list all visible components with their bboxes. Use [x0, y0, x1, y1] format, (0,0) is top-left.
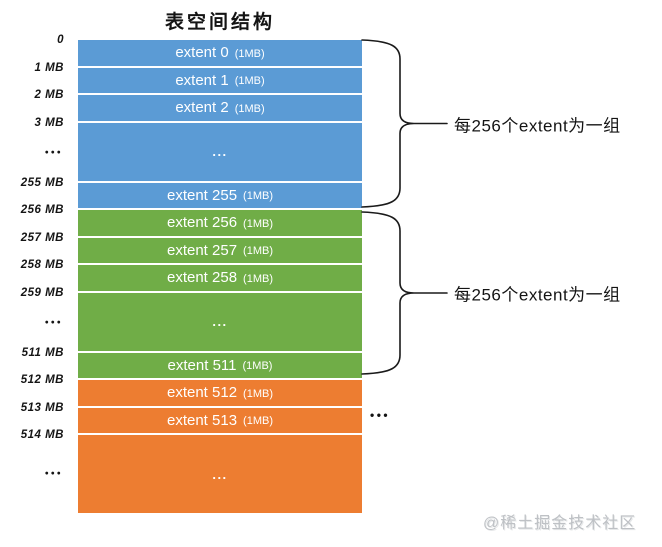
more-extents-ellipsis: ••• [370, 408, 391, 422]
axis-ellipsis: ••• [44, 147, 63, 158]
extent-label: extent 258 [166, 269, 238, 287]
ellipsis-block: ... [78, 122, 362, 183]
diagram-title: 表空间结构 [164, 12, 275, 33]
extent-block: extent 511 (1MB) [78, 352, 362, 380]
extent-size-label: (1MB) [243, 245, 273, 258]
extent-block: extent 1 (1MB) [78, 67, 362, 95]
extent-label: extent 1 [175, 71, 229, 89]
extent-size-label: (1MB) [243, 272, 273, 285]
axis-ellipsis: ••• [44, 468, 63, 480]
extent-size-label: (1MB) [234, 102, 265, 115]
extent-block: extent 512 (1MB) [78, 380, 362, 408]
axis-label: 514 MB [20, 429, 64, 441]
group-brace [361, 39, 448, 208]
extent-size-label: (1MB) [243, 387, 273, 400]
extent-label: extent 256 [166, 214, 238, 232]
axis-label: 257 MB [20, 231, 64, 244]
extent-size-label: (1MB) [234, 75, 265, 88]
ellipsis-block: ... [78, 435, 362, 513]
extent-block: extent 513 (1MB) [78, 407, 362, 435]
extent-label: extent 2 [175, 99, 229, 117]
extent-block: extent 255 (1MB) [78, 182, 362, 210]
extent-size-label: (1MB) [242, 360, 273, 373]
axis-label: 511 MB [21, 346, 64, 359]
axis-label: 259 MB [20, 286, 64, 299]
axis-label: 255 MB [20, 176, 64, 189]
axis-label: 513 MB [20, 401, 64, 414]
extent-label: extent 0 [175, 44, 229, 62]
extent-label: extent 255 [166, 186, 238, 204]
extent-block: extent 2 (1MB) [78, 95, 362, 123]
extent-label: extent 511 [167, 356, 237, 374]
extent-size-label: (1MB) [243, 190, 273, 203]
watermark: @稀土掘金技术社区 [483, 515, 637, 532]
axis-label: 2 MB [34, 89, 64, 101]
extent-block: extent 256 (1MB) [78, 210, 362, 238]
ellipsis-label: ... [212, 144, 228, 159]
extent-size-label: (1MB) [243, 415, 273, 428]
ellipsis-block: ... [78, 292, 362, 353]
axis-label: 3 MB [34, 116, 64, 129]
extent-label: extent 257 [166, 241, 238, 259]
axis-label: 1 MB [34, 61, 64, 74]
ellipsis-label: ... [212, 466, 228, 482]
group-annotation: 每256个extent为一组 [454, 116, 621, 135]
axis-label: 0 [57, 34, 64, 46]
extent-size-label: (1MB) [243, 217, 273, 230]
axis-label: 512 MB [20, 374, 64, 386]
extent-label: extent 513 [166, 411, 238, 429]
ellipsis-label: ... [212, 314, 228, 329]
extent-block: extent 258 (1MB) [78, 265, 362, 293]
extent-label: extent 512 [166, 384, 238, 402]
group-annotation: 每256个extent为一组 [454, 285, 621, 305]
extent-size-label: (1MB) [234, 47, 265, 60]
axis-label: 258 MB [20, 259, 64, 271]
axis-label: 256 MB [20, 204, 64, 216]
extent-block: extent 0 (1MB) [78, 40, 362, 68]
axis-ellipsis: ••• [44, 317, 63, 328]
extent-block: extent 257 (1MB) [78, 237, 362, 265]
group-brace [361, 211, 448, 375]
